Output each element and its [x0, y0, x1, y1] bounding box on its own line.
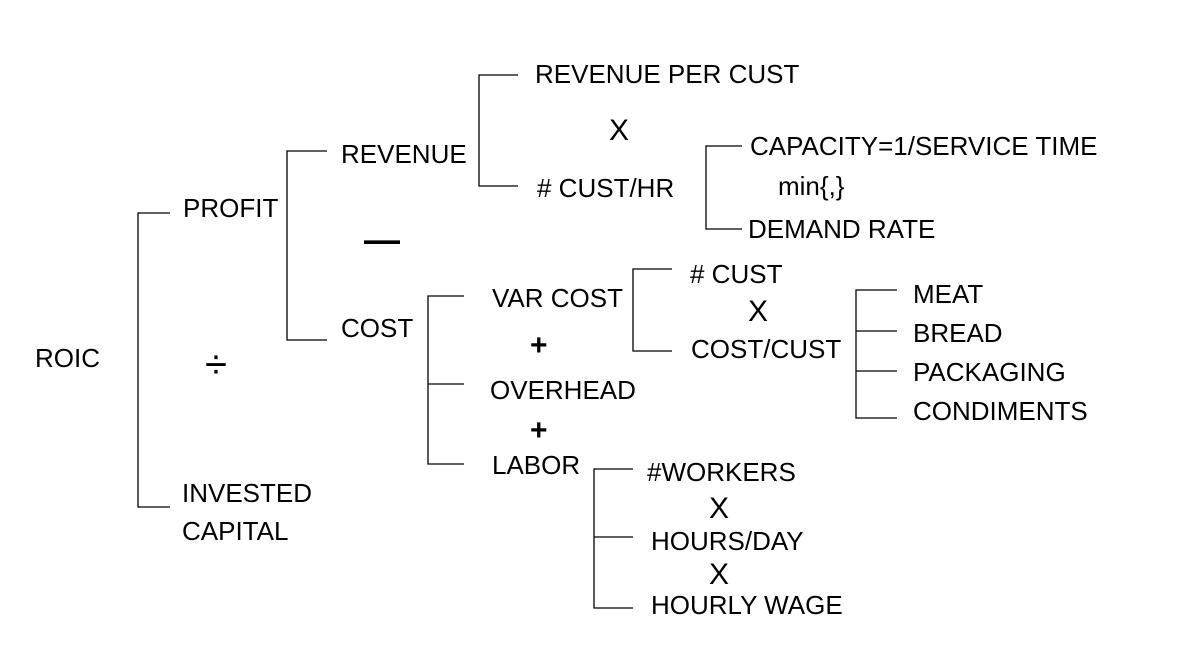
node-hours-per-day: HOURS/DAY [651, 526, 804, 556]
node-capacity: CAPACITY=1/SERVICE TIME [750, 131, 1098, 161]
operator-plus-2: + [530, 414, 548, 447]
cost-per-cust-bracket [855, 289, 897, 419]
operator-minus: — [364, 219, 400, 260]
node-cost: COST [341, 313, 414, 343]
operator-times-revenue: X [609, 114, 630, 147]
node-overhead: OVERHEAD [490, 375, 636, 405]
operator-times-labor-2: X [709, 558, 730, 591]
node-cust-per-hr: # CUST/HR [537, 173, 675, 203]
node-packaging: PACKAGING [913, 357, 1066, 387]
node-profit: PROFIT [183, 193, 279, 223]
node-demand-rate: DEMAND RATE [748, 214, 936, 244]
node-invested-capital-line2: CAPITAL [182, 516, 289, 546]
revenue-bracket [478, 74, 518, 187]
var-cost-bracket [632, 268, 672, 352]
cost-bracket [427, 295, 464, 465]
node-num-cust: # CUST [690, 259, 783, 289]
node-var-cost: VAR COST [492, 283, 623, 313]
node-hourly-wage: HOURLY WAGE [651, 590, 843, 620]
node-roic: ROIC [35, 343, 100, 373]
node-workers: #WORKERS [647, 457, 796, 487]
node-revenue: REVENUE [341, 139, 467, 169]
node-invested-capital-line1: INVESTED [182, 478, 313, 508]
node-meat: MEAT [913, 279, 984, 309]
node-cost-per-cust: COST/CUST [691, 334, 842, 364]
profit-bracket [286, 150, 327, 341]
operator-times-labor-1: X [709, 492, 730, 525]
operator-divide: ÷ [205, 343, 227, 387]
roic-bracket [137, 212, 170, 508]
node-bread: BREAD [913, 318, 1003, 348]
operator-times-var-cost: X [748, 295, 769, 328]
node-condiments: CONDIMENTS [913, 396, 1088, 426]
labor-bracket [593, 468, 633, 609]
node-min-function: min{,} [778, 171, 845, 201]
node-labor: LABOR [492, 450, 581, 480]
node-revenue-per-cust: REVENUE PER CUST [535, 59, 800, 89]
operator-plus-1: + [530, 329, 548, 362]
cust-per-hr-bracket [705, 145, 742, 230]
